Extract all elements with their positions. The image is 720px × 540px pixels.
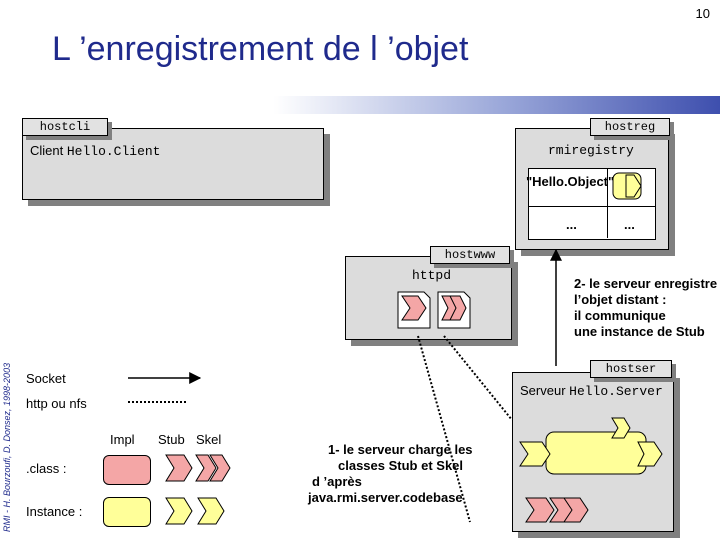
legend-socket-label: Socket (26, 371, 66, 386)
step1-line4: java.rmi.server.codebase (308, 490, 463, 505)
web-host-tab: hostwww (430, 246, 510, 264)
title-gradient-bar (0, 96, 720, 114)
registry-process-label: rmiregistry (548, 143, 634, 158)
server-stub-class (525, 497, 555, 523)
server-stub-instance-top (611, 417, 631, 439)
client-host-panel (22, 128, 324, 200)
legend-stub-instance (165, 497, 193, 525)
web-process-label: httpd (412, 268, 452, 283)
web-to-server-http-a (417, 335, 471, 523)
step1-line3: d ’après (312, 474, 362, 489)
step1-line1: 1- le serveur charge les (328, 442, 473, 457)
step2-line1: 2- le serveur enregistre (574, 276, 718, 291)
legend-row-instance: Instance : (26, 504, 83, 519)
registry-stub-icon (612, 172, 642, 200)
server-instances (519, 417, 663, 523)
legend-stub-class (165, 454, 193, 482)
web-to-server-http-b (443, 335, 513, 421)
server-label: Serveur Hello.Server (520, 383, 663, 399)
legend-http-label: http ou nfs (26, 396, 87, 411)
legend-col-stub: Stub (158, 432, 185, 447)
client-host-tab: hostcli (22, 118, 108, 136)
slide-title: L ’enregistrement de l ’objet (52, 30, 469, 68)
server-class-name: Hello.Server (569, 384, 663, 399)
page-number: 10 (695, 6, 710, 21)
legend-impl-instance-swatch (103, 497, 151, 527)
legend-skel-instance (197, 497, 225, 525)
legend-shapes (165, 454, 231, 525)
server-host-tab: hostser (590, 360, 672, 378)
registry-host-tab: hostreg (590, 118, 670, 136)
legend-row-class: .class : (26, 461, 67, 476)
web-class-files (397, 291, 471, 329)
client-label: Client Hello.Client (30, 143, 160, 159)
registry-entry-name: "Hello.Object" (526, 174, 615, 189)
legend-impl-class-swatch (103, 455, 151, 485)
registry-row2-col2: ... (624, 217, 635, 232)
skel-class-file-icon (437, 291, 471, 329)
legend-col-skel: Skel (196, 432, 222, 447)
client-label-prefix: Client (30, 143, 67, 158)
server-stub-instance-right (637, 441, 663, 467)
legend-skel-class-a (195, 454, 217, 482)
legend-col-impl: Impl (110, 432, 135, 447)
step2-line4: une instance de Stub (574, 324, 705, 339)
registry-divider-v (607, 168, 608, 238)
client-class-name: Hello.Client (66, 144, 161, 159)
server-skel-instance (519, 441, 551, 467)
registry-row2-col1: ... (566, 217, 577, 232)
stub-class-file-icon (397, 291, 431, 329)
step1-line2: classes Stub et Skel (338, 458, 464, 473)
step2-line3: il communique (574, 308, 666, 323)
legend-skel-class-b (209, 454, 231, 482)
registry-divider-h (528, 206, 655, 207)
server-skel-class-b (563, 497, 589, 523)
step2-line2: l’objet distant : (574, 292, 667, 307)
server-label-prefix: Serveur (520, 383, 570, 398)
